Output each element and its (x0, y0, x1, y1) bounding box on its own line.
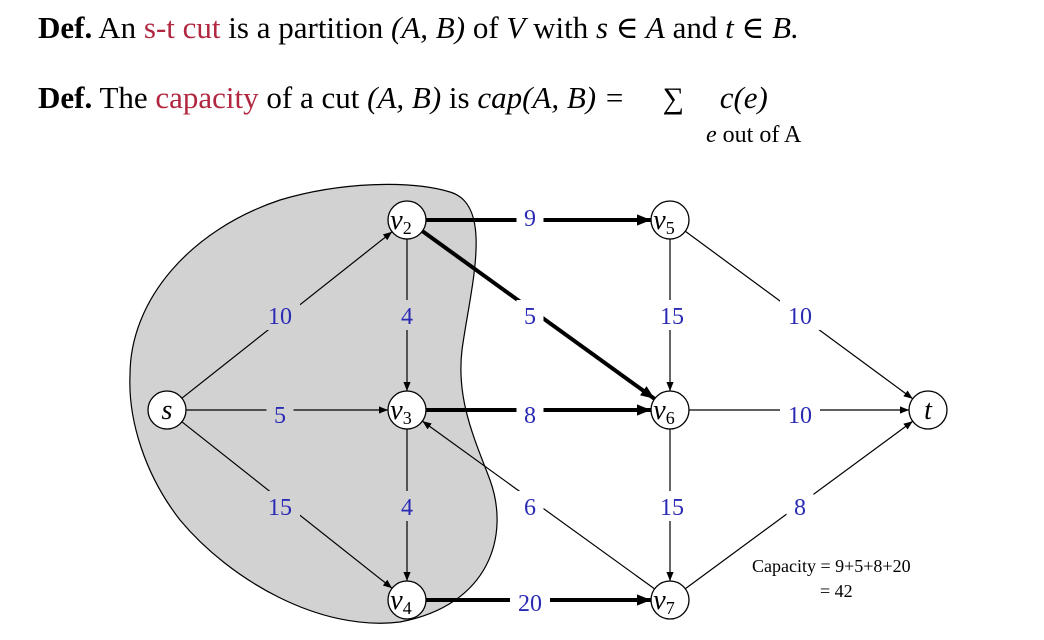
edge-label-background (652, 300, 692, 330)
node-label-v5: v5 (653, 205, 674, 238)
node-subscript-v5: 5 (666, 218, 675, 238)
def-text: is (448, 80, 470, 115)
math-expr: s ∈ A (595, 10, 665, 45)
edge-capacity-v3-v6: 8 (524, 403, 536, 429)
edge-capacity-s-v4: 15 (268, 495, 292, 521)
def-text: and (672, 10, 718, 45)
node-t (908, 390, 948, 430)
edge-capacity-v6-t: 10 (788, 403, 812, 429)
edge-label-background (510, 587, 550, 617)
edge-label-background (516, 399, 544, 429)
node-subscript-v6: 6 (666, 408, 675, 428)
node-label-v2: v2 (390, 205, 411, 238)
sum-symbol: ∑ (662, 82, 684, 115)
math-expr: V (506, 10, 526, 45)
edge-capacity-v2-v3: 4 (401, 304, 413, 330)
node-label-v6: v6 (653, 395, 674, 428)
edge-label-background (780, 399, 820, 429)
node-s (147, 390, 187, 430)
capacity-note-line2: = 42 (820, 581, 853, 601)
math-expr: t ∈ B. (725, 10, 799, 45)
node-label-v4: v4 (390, 585, 411, 618)
edge-capacity-s-v3: 5 (274, 403, 286, 429)
edge-capacity-v4-v7: 20 (518, 591, 542, 617)
def-label: Def. (38, 10, 93, 45)
edge-label-background (516, 491, 544, 521)
edge-label-background (516, 300, 544, 330)
node-subscript-v7: 7 (666, 598, 675, 618)
node-v6 (650, 390, 690, 430)
edge-capacity-v5-v6: 15 (660, 304, 684, 330)
math-expr: (A, B) (367, 80, 442, 115)
edge-label-background (652, 491, 692, 521)
term-st-cut: s-t cut (143, 10, 221, 45)
edge-label-background (260, 491, 300, 521)
edge-label-background (393, 491, 421, 521)
def-text: is a partition (228, 10, 384, 45)
sum-subscript-var: e (706, 122, 717, 148)
definition-st-cut: Def. An s-t cut is a partition (A, B) of… (38, 10, 799, 46)
capacity-note-line1: Capacity = 9+5+8+20 (752, 556, 911, 576)
node-label-v3: v3 (390, 395, 411, 428)
sum-subscript-text: out of A (722, 122, 802, 148)
node-v5 (650, 200, 690, 240)
edge-capacity-v2-v5: 9 (524, 206, 536, 232)
edge-label-background (266, 399, 294, 429)
def-text: An (98, 10, 137, 45)
edge-capacity-v5-t: 10 (788, 304, 812, 330)
node-v3 (387, 390, 427, 430)
node-subscript-v2: 2 (403, 218, 412, 238)
edge-label-background (393, 300, 421, 330)
edge-capacity-v2-v6: 5 (524, 304, 536, 330)
edge-capacity-v7-v3: 6 (524, 495, 536, 521)
edge-capacity-v6-v7: 15 (660, 495, 684, 521)
node-subscript-v3: 3 (403, 408, 412, 428)
def-text: of (472, 10, 499, 45)
node-subscript-v4: 4 (403, 598, 412, 618)
edge-capacity-v7-t: 8 (794, 495, 806, 521)
edge-capacity-s-v2: 10 (268, 304, 292, 330)
node-v7 (650, 580, 690, 620)
term-capacity: capacity (155, 80, 259, 115)
node-label-s: s (162, 395, 173, 426)
node-label-t: t (924, 395, 933, 426)
edge-label-background (780, 300, 820, 330)
node-v4 (387, 580, 427, 620)
def-label: Def. (38, 80, 93, 115)
def-text: The (99, 80, 148, 115)
edge-label-background (260, 300, 300, 330)
math-expr: (A, B) (391, 10, 466, 45)
node-v2 (387, 200, 427, 240)
def-text: with (533, 10, 589, 45)
edge-capacity-v3-v4: 4 (401, 495, 413, 521)
definition-capacity: Def. The capacity of a cut (A, B) is cap… (38, 80, 768, 116)
def-text: of a cut (266, 80, 360, 115)
math-expr: cap(A, B) = (477, 80, 625, 115)
math-expr: c(e) (719, 80, 768, 115)
node-label-v7: v7 (653, 585, 674, 618)
sum-subscript: e out of A (706, 122, 801, 149)
edge-label-background (516, 202, 544, 232)
edge-label-background (786, 491, 814, 521)
